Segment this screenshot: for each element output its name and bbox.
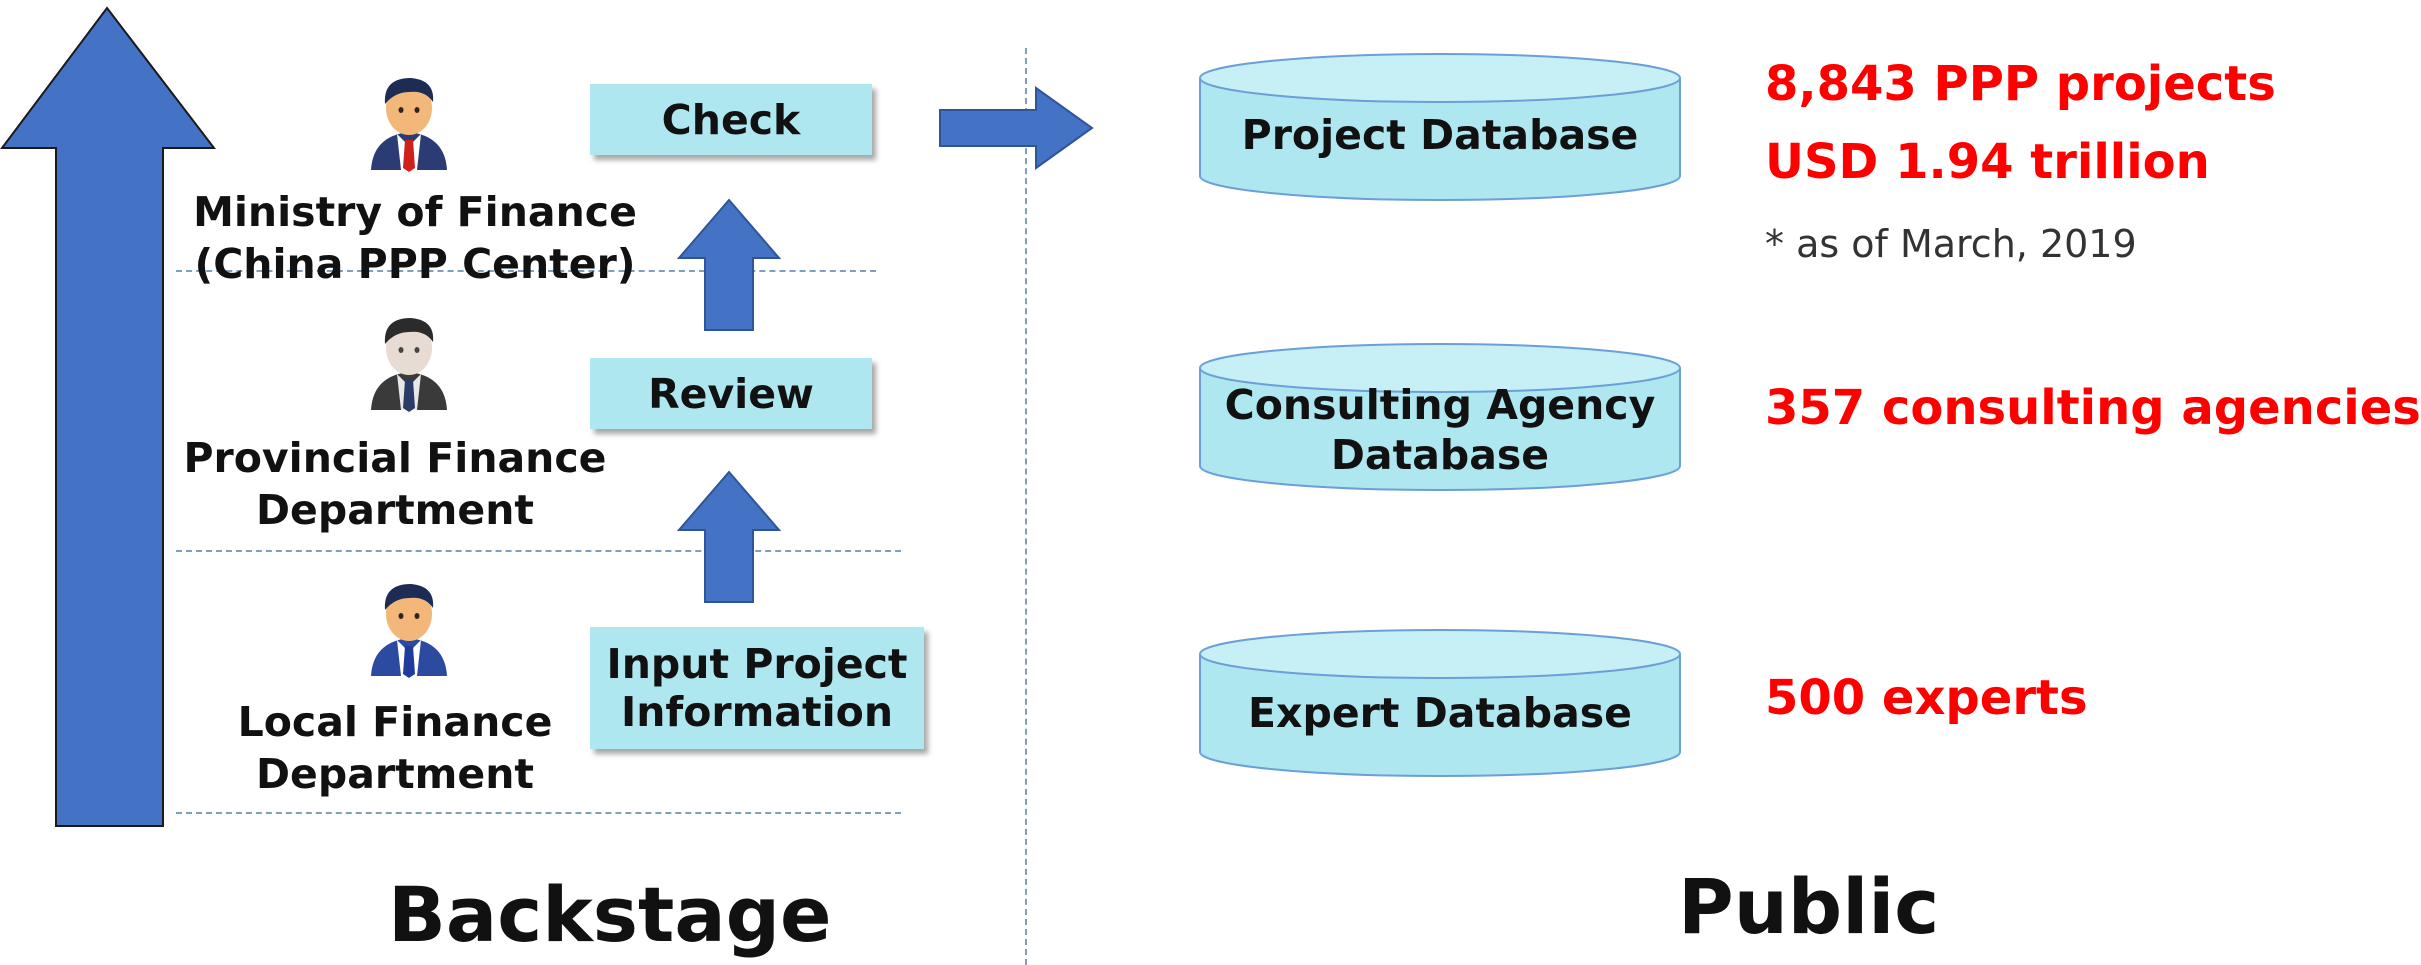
hierarchy-up-arrow: [0, 6, 217, 827]
role-provincial-finance: Provincial Finance Department: [180, 432, 610, 536]
consulting-agency-database-cylinder: [1199, 343, 1681, 491]
tier-divider-middle: [176, 550, 901, 552]
publish-right-arrow: [939, 86, 1094, 170]
step-label: Review: [648, 369, 814, 418]
stat-investment: USD 1.94 trillion: [1765, 134, 2210, 190]
backstage-title: Backstage: [388, 870, 832, 959]
tier-divider-bottom: [176, 812, 901, 814]
role-line2: Department: [256, 750, 534, 798]
expert-database-label: Expert Database: [1198, 688, 1682, 738]
public-title: Public: [1678, 862, 1940, 951]
role-line1: Provincial Finance: [183, 434, 607, 482]
database-line1: Consulting Agency: [1224, 381, 1656, 429]
role-line1: Local Finance: [237, 698, 553, 746]
tier-divider-top: [176, 270, 876, 272]
stat-projects: 8,843 PPP projects: [1765, 56, 2276, 112]
role-line2: (China PPP Center): [194, 240, 636, 288]
consulting-agency-database-label: Consulting Agency Database: [1198, 380, 1682, 480]
step-label-line1: Input Project: [606, 640, 908, 688]
role-local-finance: Local Finance Department: [195, 696, 595, 800]
role-ministry-of-finance: Ministry of Finance (China PPP Center): [180, 186, 650, 290]
step-label: Check: [661, 95, 801, 144]
stat-date-note: * as of March, 2019: [1765, 222, 2137, 266]
step-label-line2: Information: [620, 688, 894, 736]
stat-experts: 500 experts: [1765, 670, 2088, 726]
section-divider: [1025, 48, 1027, 965]
up-arrow-input-to-review: [676, 470, 782, 603]
step-review: Review: [590, 358, 872, 429]
expert-database-cylinder: [1199, 629, 1681, 777]
stat-agencies: 357 consulting agencies: [1765, 380, 2421, 436]
step-input-project-information: Input Project Information: [590, 627, 924, 749]
role-line1: Ministry of Finance: [193, 188, 637, 236]
role-line2: Department: [256, 486, 534, 534]
step-check: Check: [590, 84, 872, 155]
official-blue-tie-icon: [371, 584, 447, 678]
database-line1: Project Database: [1241, 111, 1639, 159]
official-gray-icon: [371, 318, 447, 412]
up-arrow-review-to-check: [676, 198, 782, 331]
database-line1: Expert Database: [1248, 689, 1632, 737]
database-line2: Database: [1330, 431, 1550, 479]
project-database-label: Project Database: [1198, 110, 1682, 160]
project-database-cylinder: [1199, 53, 1681, 201]
official-red-tie-icon: [371, 78, 447, 172]
